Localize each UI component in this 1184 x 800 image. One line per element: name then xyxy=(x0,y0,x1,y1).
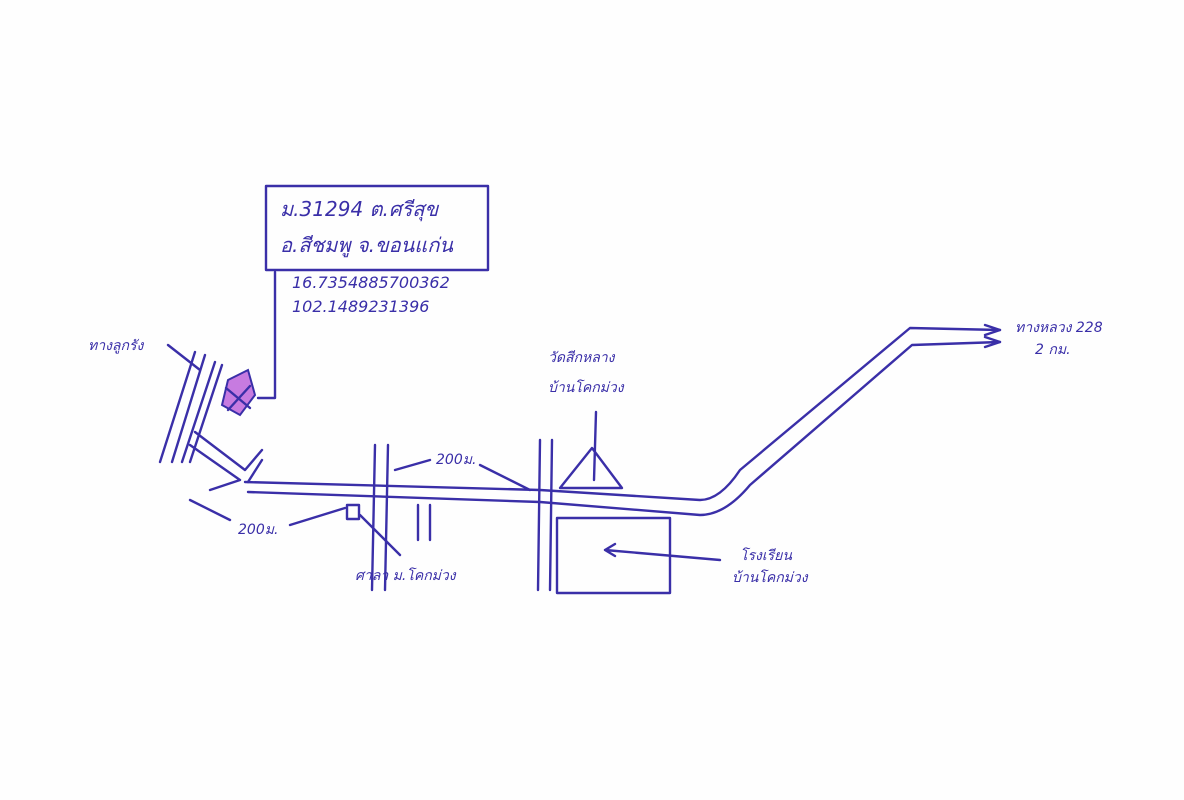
dirt-road xyxy=(158,350,224,464)
info-pointer-line xyxy=(256,270,277,400)
distance-mid-label: 200ม. xyxy=(436,452,477,468)
longitude: 102.1489231396 xyxy=(292,297,430,316)
school-pointer xyxy=(603,542,722,562)
school-label-2: บ้านโคกม่วง xyxy=(732,570,808,586)
info-line1: ม.31294 ต.ศรีสุข xyxy=(280,197,439,221)
temple-icon xyxy=(558,410,624,490)
cross-roads xyxy=(370,438,554,592)
highway-label-1: ทางหลวง 228 xyxy=(1015,320,1103,336)
x-mark-icon xyxy=(224,384,252,412)
main-road xyxy=(188,323,1002,517)
pavilion-label: ศาลา ม.โคกม่วง xyxy=(355,568,456,584)
temple-label-1: วัดสีกหลาง xyxy=(548,350,615,366)
distance-left-label: 200ม. xyxy=(238,522,279,538)
highway-label-2: 2 กม. xyxy=(1035,342,1071,358)
dirt-road-label: ทางลูกรัง xyxy=(88,338,144,354)
temple-label-2: บ้านโคกม่วง xyxy=(548,380,624,396)
latitude: 16.735488570036​2 xyxy=(292,273,450,292)
info-line2: อ.สีชมพู จ.ขอนแก่น xyxy=(280,233,453,257)
info-box xyxy=(264,184,490,272)
pavilion-icon xyxy=(345,503,361,521)
school-label-1: โรงเรียน xyxy=(740,548,792,564)
